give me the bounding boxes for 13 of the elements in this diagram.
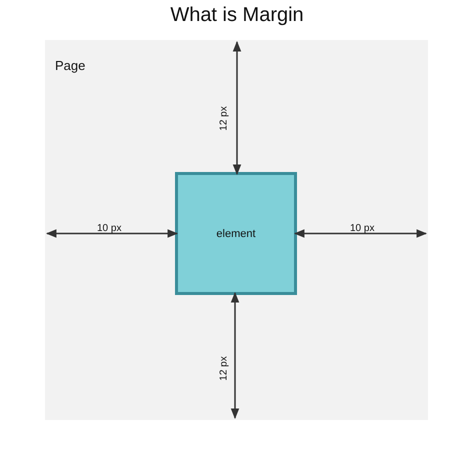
arrow (232, 40, 242, 176)
element-box (175, 172, 297, 295)
edge-label: 12 px (218, 106, 230, 131)
arrow (230, 292, 240, 420)
edge-label: 10 px (350, 223, 374, 234)
page-area (45, 40, 428, 420)
element-label: element (216, 228, 256, 240)
page-label: Page (55, 58, 86, 73)
edge-label: 10 px (97, 223, 122, 234)
arrow (294, 229, 428, 238)
title: What is Margin (169, 4, 305, 27)
edge-label: 12 px (218, 356, 230, 381)
arrow (46, 229, 178, 238)
